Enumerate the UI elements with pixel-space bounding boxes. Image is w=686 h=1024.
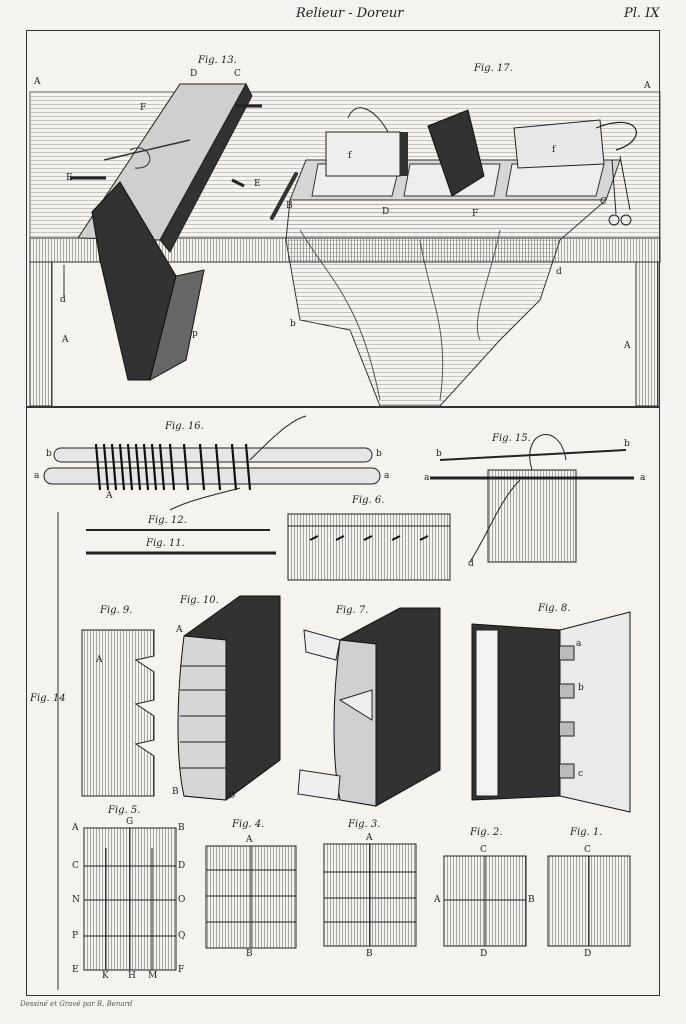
ref-letter: F (140, 103, 147, 113)
fig13-caption: Fig. 13. (198, 55, 237, 66)
fig17-caption: Fig. 17. (474, 63, 513, 74)
ref-letter: B (528, 895, 535, 905)
folding-diagrams (83, 827, 631, 971)
ref-letter: B (286, 201, 293, 211)
ref-letter: E (254, 179, 261, 189)
fig6-sewn-sheet (287, 513, 451, 581)
ref-letter: a (424, 473, 430, 483)
fig8-open-book (471, 611, 631, 813)
fig12-caption: Fig. 12. (148, 515, 187, 526)
ref-letter: D (190, 69, 198, 79)
fig15-tied-book (430, 434, 634, 563)
ref-letter: B (246, 949, 253, 959)
plate-number: Pl. IX (624, 6, 660, 21)
ref-letter: C (600, 197, 607, 207)
ref-letter: P (72, 931, 79, 941)
fig9-notched-sheet (81, 629, 155, 797)
ref-letter: b (376, 449, 382, 459)
ref-letter: A (624, 341, 631, 351)
ref-letter: B (178, 823, 185, 833)
ref-letter: C (72, 861, 79, 871)
ref-letter: G (126, 817, 134, 827)
fig16-caption: Fig. 16. (165, 421, 204, 432)
ref-letter: D (228, 791, 236, 801)
ref-letter: A (434, 895, 441, 905)
ref-letter: B (366, 949, 373, 959)
ref-letter: f (348, 151, 352, 161)
ref-letter: O (178, 895, 186, 905)
ref-letter: a (384, 471, 390, 481)
ref-letter: a (34, 471, 40, 481)
ref-letter: p (192, 329, 198, 339)
ref-letter: b (578, 683, 584, 693)
ref-letter: A (176, 625, 183, 635)
fig1-caption: Fig. 1. (570, 827, 603, 838)
ref-letter: d (60, 295, 66, 305)
ref-letter: N (72, 895, 80, 905)
ref-letter: K (102, 971, 109, 981)
ref-letter: A (106, 491, 113, 501)
plate-title: Relieur - Doreur (296, 6, 404, 21)
ref-letter: A (366, 833, 373, 843)
ref-letter: A (62, 335, 69, 345)
fig8-caption: Fig. 8. (538, 603, 571, 614)
plate-frame (26, 30, 660, 996)
engraver-credit: Dessiné et Gravé par R. Benard (20, 1000, 133, 1008)
bone-folder (270, 172, 298, 220)
fig16-sewing-rods (43, 415, 381, 511)
ref-letter: B (172, 787, 179, 797)
ref-letter: b (436, 449, 442, 459)
ref-letter: b (46, 449, 52, 459)
ref-letter: b (290, 319, 296, 329)
fig10-caption: Fig. 10. (180, 595, 219, 606)
ref-letter: F (472, 209, 479, 219)
fig4-caption: Fig. 4. (232, 819, 265, 830)
fig15-caption: Fig. 15. (492, 433, 531, 444)
ref-letter: A (34, 77, 41, 87)
ref-letter: d (556, 267, 562, 277)
ref-letter: H (128, 971, 136, 981)
ref-letter: a (640, 473, 646, 483)
fig10-bound-book (177, 595, 281, 801)
ref-letter: D (382, 207, 390, 217)
ref-letter: a (576, 639, 582, 649)
ref-letter: A (96, 655, 103, 665)
fig6-caption: Fig. 6. (352, 495, 385, 506)
fig7-book-cords (297, 607, 441, 807)
fig3-caption: Fig. 3. (348, 819, 381, 830)
ref-letter: D (584, 949, 592, 959)
ref-letter: D (480, 949, 488, 959)
fold-lines (84, 828, 590, 970)
ref-letter: C (584, 845, 591, 855)
ref-letter: C (234, 69, 241, 79)
ref-letter: E (72, 965, 79, 975)
fig13-sewing-press (63, 82, 262, 381)
fig7-caption: Fig. 7. (336, 605, 369, 616)
fig11-caption: Fig. 11. (146, 538, 185, 549)
fig5-caption: Fig. 5. (108, 805, 141, 816)
ref-letter: c (578, 769, 584, 779)
ref-letter: A (72, 823, 79, 833)
ref-letter: C (480, 845, 487, 855)
ref-letter: F (178, 965, 185, 975)
ref-letter: E (66, 173, 73, 183)
ref-letter: A (644, 81, 651, 91)
ref-letter: d (468, 559, 474, 569)
fig9-caption: Fig. 9. (100, 605, 133, 616)
ref-letter: b (624, 439, 630, 449)
ref-letter: A (246, 835, 253, 845)
fig2-caption: Fig. 2. (470, 827, 503, 838)
ref-letter: Q (178, 931, 186, 941)
section-divider (26, 406, 660, 408)
ref-letter: D (178, 861, 186, 871)
fig14-caption: Fig. 14 (30, 693, 66, 704)
ref-letter: f (552, 145, 556, 155)
fig17-book-tray (285, 107, 637, 407)
ref-letter: M (148, 971, 158, 981)
